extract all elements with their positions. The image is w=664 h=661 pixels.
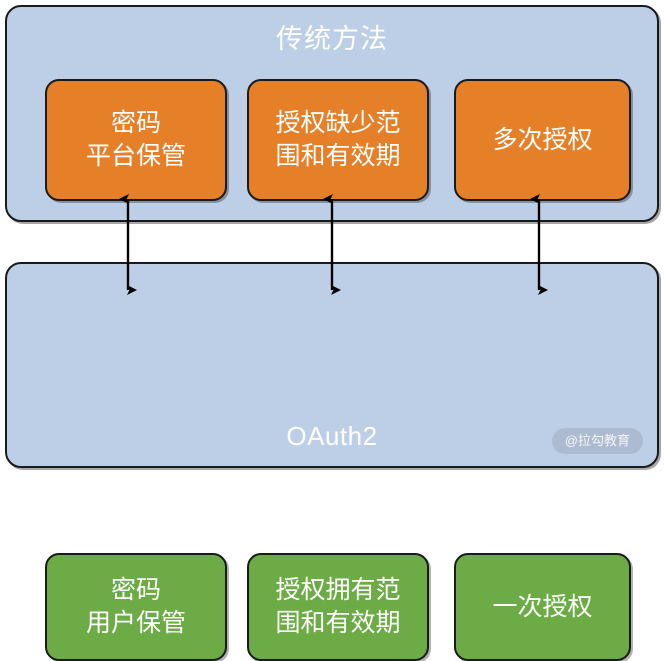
node-traditional-missing-scope: 授权缺少范 围和有效期 [247, 79, 429, 201]
node-oauth2-password-storage: 密码 用户保管 [45, 553, 227, 661]
diagram-canvas: 传统方法 密码 平台保管 授权缺少范 围和有效期 多次授权 OAuth2 密码 … [5, 5, 659, 661]
node-line-1: 授权拥有范 [275, 576, 401, 604]
node-line-1: 密码 [110, 576, 161, 604]
panel-oauth2-title: OAuth2 [286, 421, 378, 451]
watermark-badge: @拉勾教育 [551, 428, 643, 454]
node-line-2: 围和有效期 [275, 142, 401, 170]
panel-traditional-title: 传统方法 [276, 24, 388, 54]
panel-traditional-method: 传统方法 密码 平台保管 授权缺少范 围和有效期 多次授权 [5, 5, 659, 222]
node-line-2: 围和有效期 [275, 609, 401, 637]
node-line-1: 授权缺少范 [275, 109, 401, 137]
node-oauth2-single-grant: 一次授权 [454, 553, 631, 661]
node-line-1: 多次授权 [492, 125, 593, 154]
node-line-1: 一次授权 [492, 592, 593, 621]
connector-layer [119, 194, 548, 295]
node-line-2: 用户保管 [85, 609, 186, 637]
node-traditional-password-storage: 密码 平台保管 [45, 79, 227, 201]
node-oauth2-has-scope: 授权拥有范 围和有效期 [247, 553, 429, 661]
node-line-2: 平台保管 [85, 142, 186, 170]
node-traditional-multiple-grants: 多次授权 [454, 79, 631, 201]
node-line-1: 密码 [110, 109, 161, 137]
